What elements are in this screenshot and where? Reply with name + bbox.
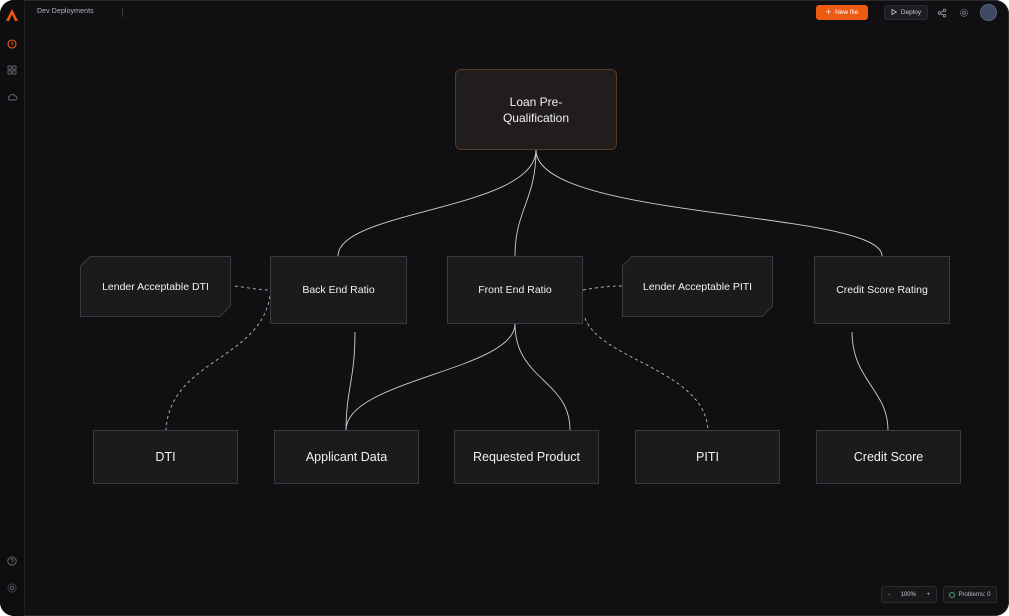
grid-icon[interactable] xyxy=(6,64,18,76)
play-icon xyxy=(891,8,898,17)
node-piti[interactable]: PITI xyxy=(635,430,780,484)
sidebar xyxy=(0,0,25,616)
new-file-label: New file xyxy=(835,9,859,16)
node-applicant-data[interactable]: Applicant Data xyxy=(274,430,419,484)
node-loan-prequalification[interactable]: Loan Pre-Qualification xyxy=(455,69,617,150)
problems-indicator[interactable]: Problems: 0 xyxy=(943,586,997,603)
share-icon[interactable] xyxy=(937,8,947,18)
zoom-control: - 100% + xyxy=(881,586,937,603)
node-credit-score-rating[interactable]: Credit Score Rating xyxy=(814,256,950,324)
title-divider xyxy=(122,8,123,17)
new-file-button[interactable]: + New file xyxy=(816,5,868,20)
node-back-end-ratio[interactable]: Back End Ratio xyxy=(270,256,407,324)
zoom-in-button[interactable]: + xyxy=(926,591,930,598)
top-bar: Dev Deployments + New file Deploy xyxy=(24,0,1009,26)
zoom-out-button[interactable]: - xyxy=(888,591,890,598)
node-requested-product[interactable]: Requested Product xyxy=(454,430,599,484)
node-label: Lender Acceptable PITI xyxy=(642,280,753,293)
plus-icon: + xyxy=(825,7,832,17)
node-credit-score[interactable]: Credit Score xyxy=(816,430,961,484)
settings-icon[interactable] xyxy=(6,582,18,594)
node-shape xyxy=(80,256,231,317)
check-circle-icon xyxy=(949,591,956,598)
deploy-label: Deploy xyxy=(900,9,922,16)
node-shape xyxy=(622,256,773,317)
page-title: Dev Deployments xyxy=(37,8,94,15)
avatar[interactable] xyxy=(980,4,997,21)
help-icon[interactable] xyxy=(6,555,18,567)
logo-icon[interactable] xyxy=(5,8,19,22)
node-label: Lender Acceptable DTI xyxy=(102,280,209,293)
settings-icon[interactable] xyxy=(959,8,969,18)
node-lender-acceptable-dti[interactable]: Lender Acceptable DTI xyxy=(80,256,231,317)
node-dti[interactable]: DTI xyxy=(93,430,238,484)
deploy-button[interactable]: Deploy xyxy=(884,5,928,20)
zoom-level: 100% xyxy=(900,591,916,598)
history-icon[interactable] xyxy=(6,38,18,50)
problems-label: Problems: 0 xyxy=(958,591,991,598)
node-lender-acceptable-piti[interactable]: Lender Acceptable PITI xyxy=(622,256,773,317)
node-front-end-ratio[interactable]: Front End Ratio xyxy=(447,256,583,324)
cloud-icon[interactable] xyxy=(6,91,18,103)
